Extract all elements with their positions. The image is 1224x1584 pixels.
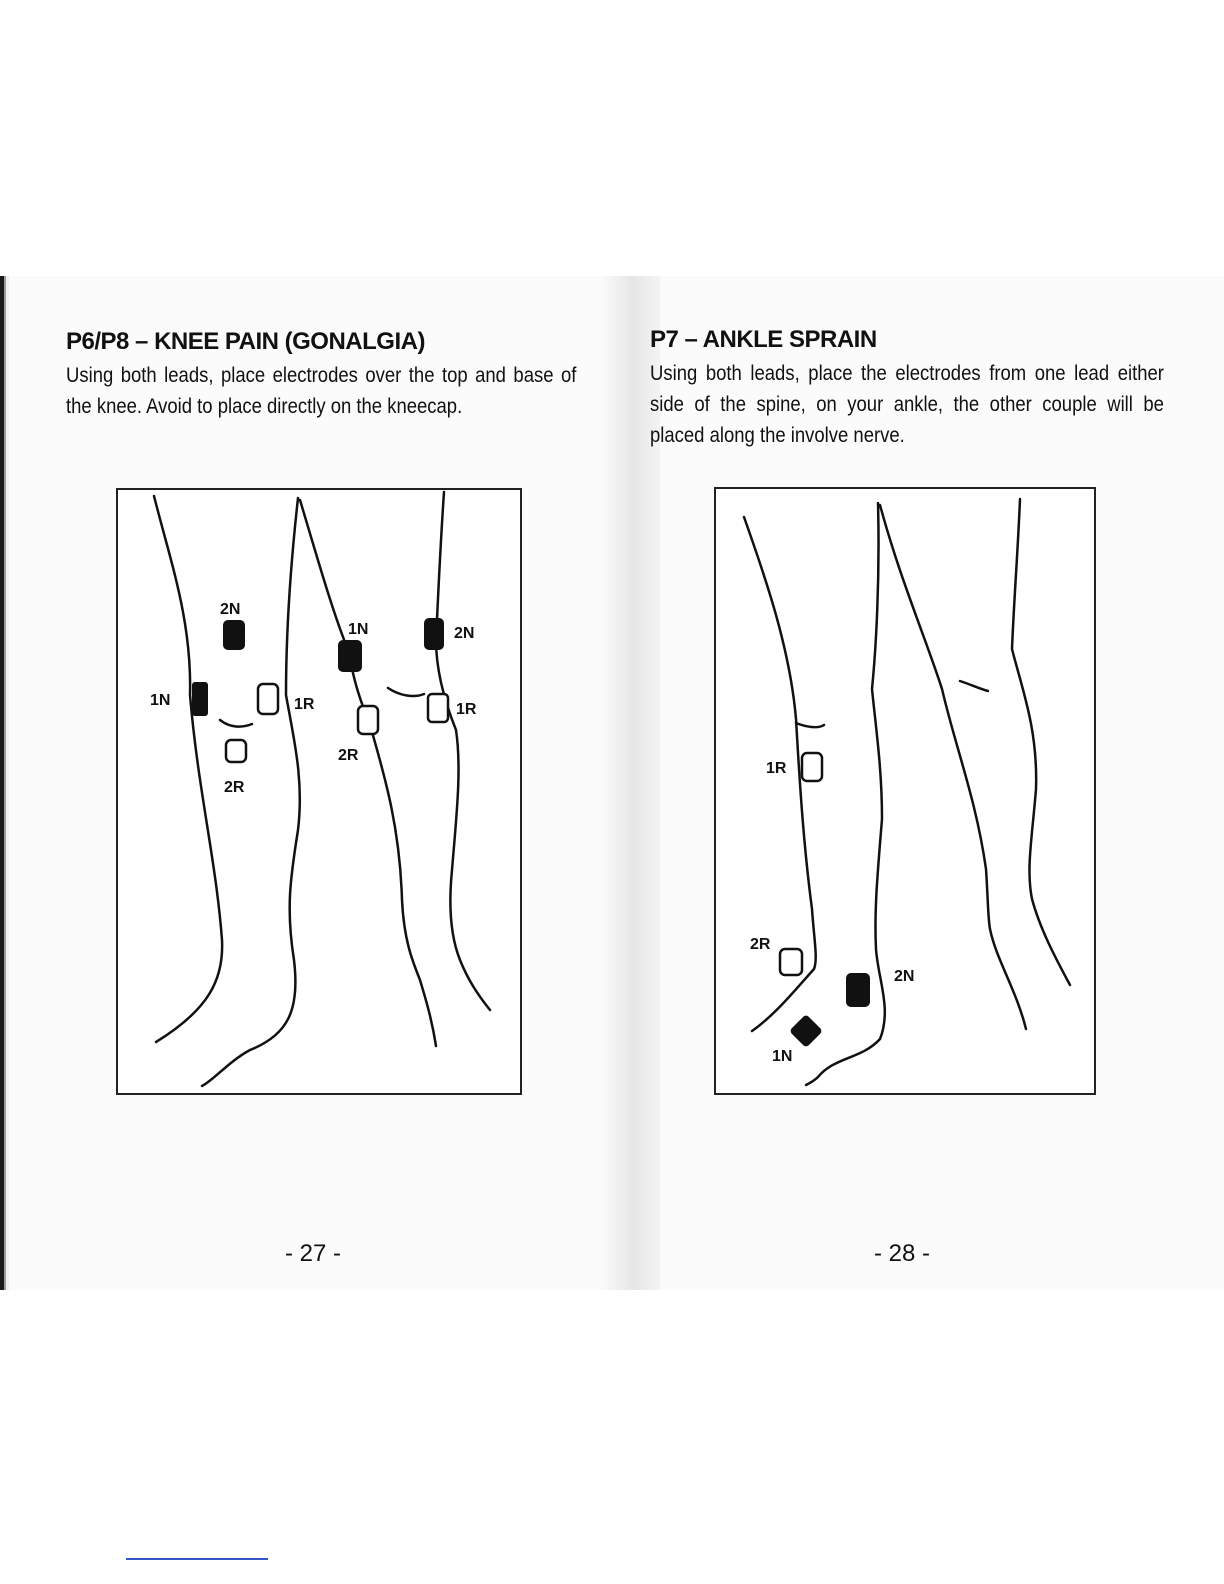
label-2r-left: 2R (224, 779, 245, 796)
1r-electrode (800, 751, 824, 783)
label-1r-left: 1R (294, 696, 315, 713)
page-number: - 28 - (874, 1240, 931, 1267)
left-1r-electrode (256, 682, 280, 716)
left-knee-crease (218, 718, 254, 728)
left-leg-outline-back (152, 494, 224, 1044)
right-2n-electrode (424, 618, 444, 650)
page-28: P7 – ANKLE SPRAIN Using both leads, plac… (612, 276, 1224, 1290)
right-1r-electrode (426, 692, 450, 724)
section-heading: P7 – ANKLE SPRAIN (650, 326, 877, 353)
right-1n-electrode (338, 640, 362, 672)
binding-edge (0, 276, 9, 1290)
label-1r: 1R (766, 760, 787, 777)
section-body: Using both leads, place electrodes over … (66, 364, 577, 418)
right-2r-electrode (356, 704, 380, 736)
knee-electrode-diagram: 2N 1N 1R 2R 1N 2N 1R 2R (116, 488, 522, 1095)
2n-electrode (846, 973, 870, 1007)
label-2n-right: 2N (454, 625, 474, 642)
front-leg-back-outline (742, 515, 817, 1033)
page-gutter (600, 276, 660, 1290)
left-2n-electrode (223, 620, 245, 650)
label-1n-right: 1N (348, 621, 368, 638)
label-2n: 2N (894, 968, 914, 985)
front-leg-front-outline (804, 501, 887, 1087)
back-leg-back-outline (878, 503, 1028, 1031)
section-body: Using both leads, place the electrodes f… (650, 362, 1164, 447)
1n-electrode (790, 1015, 822, 1047)
left-leg-outline-front (200, 496, 302, 1088)
page-number: - 27 - (285, 1240, 342, 1267)
label-2n-left: 2N (220, 601, 240, 618)
label-1r-right: 1R (456, 701, 477, 718)
ankle-electrode-diagram: 1R 2R 2N 1N (714, 487, 1096, 1095)
2r-electrode (778, 947, 804, 977)
footer-rule (126, 1558, 268, 1560)
left-1n-electrode (192, 682, 208, 716)
left-2r-electrode (224, 738, 248, 764)
right-knee-crease (386, 686, 426, 698)
ankle-illustration: 1R 2R 2N 1N (742, 497, 1072, 1087)
back-ankle-crease (958, 679, 990, 693)
front-ankle-crease (794, 721, 826, 729)
section-heading: P6/P8 – KNEE PAIN (GONALGIA) (66, 328, 425, 355)
right-leg-outline-back (298, 498, 438, 1048)
knee-illustration: 2N 1N 1R 2R 1N 2N 1R 2R (150, 490, 492, 1088)
label-1n: 1N (772, 1048, 792, 1065)
page-27: P6/P8 – KNEE PAIN (GONALGIA) Using both … (0, 276, 610, 1290)
right-leg-outline-front (434, 490, 492, 1012)
back-leg-front-outline (1010, 497, 1072, 987)
label-2r-right: 2R (338, 747, 359, 764)
label-1n-left: 1N (150, 692, 170, 709)
label-2r: 2R (750, 936, 771, 953)
